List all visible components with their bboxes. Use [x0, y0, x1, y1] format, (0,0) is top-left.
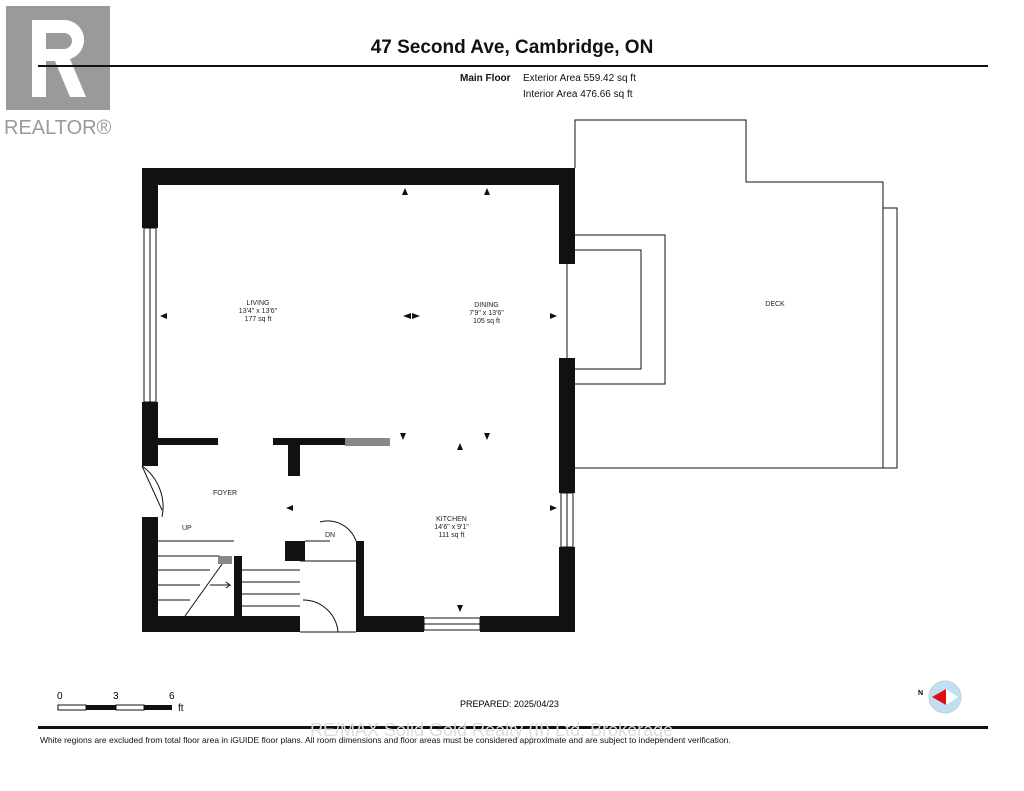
stairs-up-label: UP: [182, 525, 192, 532]
exterior-area: Exterior Area 559.42 sq ft: [523, 73, 636, 84]
compass-icon: [928, 680, 962, 714]
disclaimer: White regions are excluded from total fl…: [40, 735, 731, 745]
page-title: 47 Second Ave, Cambridge, ON: [370, 37, 654, 58]
interior-area: Interior Area 476.66 sq ft: [523, 89, 633, 100]
arrows: [160, 188, 557, 612]
prepared-date: PREPARED: 2025/04/23: [460, 699, 559, 709]
compass-label: N: [918, 690, 924, 697]
room-dims: 13'4" x 13'6": [238, 308, 278, 315]
divider: [38, 65, 988, 67]
scale-bar: [57, 704, 172, 711]
room-area: 111 sq ft: [438, 532, 465, 539]
room-area: 105 sq ft: [473, 318, 500, 325]
scale-tick: 6: [169, 691, 175, 702]
room-foyer: FOYER: [212, 490, 238, 497]
room-name: KITCHEN: [436, 516, 467, 523]
room-area: 177 sq ft: [244, 316, 272, 323]
room-name: DINING: [474, 302, 499, 309]
room-dims: 14'6" x 9'1": [434, 524, 469, 531]
room-dims: 7'9" x 13'6": [469, 310, 504, 317]
stairs-down-label: DN: [325, 532, 336, 539]
scale-tick: 3: [113, 691, 119, 702]
room-deck: DECK: [765, 301, 785, 308]
scale-unit: ft: [178, 703, 184, 714]
deck-outline: [574, 119, 898, 469]
windows-doors: [141, 227, 574, 633]
floor-name: Main Floor: [460, 73, 511, 84]
room-name: LIVING: [246, 300, 270, 307]
svg-text:REALTOR®: REALTOR®: [4, 117, 112, 136]
scale-tick: 0: [57, 691, 63, 702]
realtor-logo: REALTOR®: [4, 6, 116, 139]
walls: [142, 168, 575, 632]
watermark: RE/MAX Solid Gold Realty (II) Ltd. Broke…: [310, 720, 674, 740]
divider: [38, 726, 988, 729]
